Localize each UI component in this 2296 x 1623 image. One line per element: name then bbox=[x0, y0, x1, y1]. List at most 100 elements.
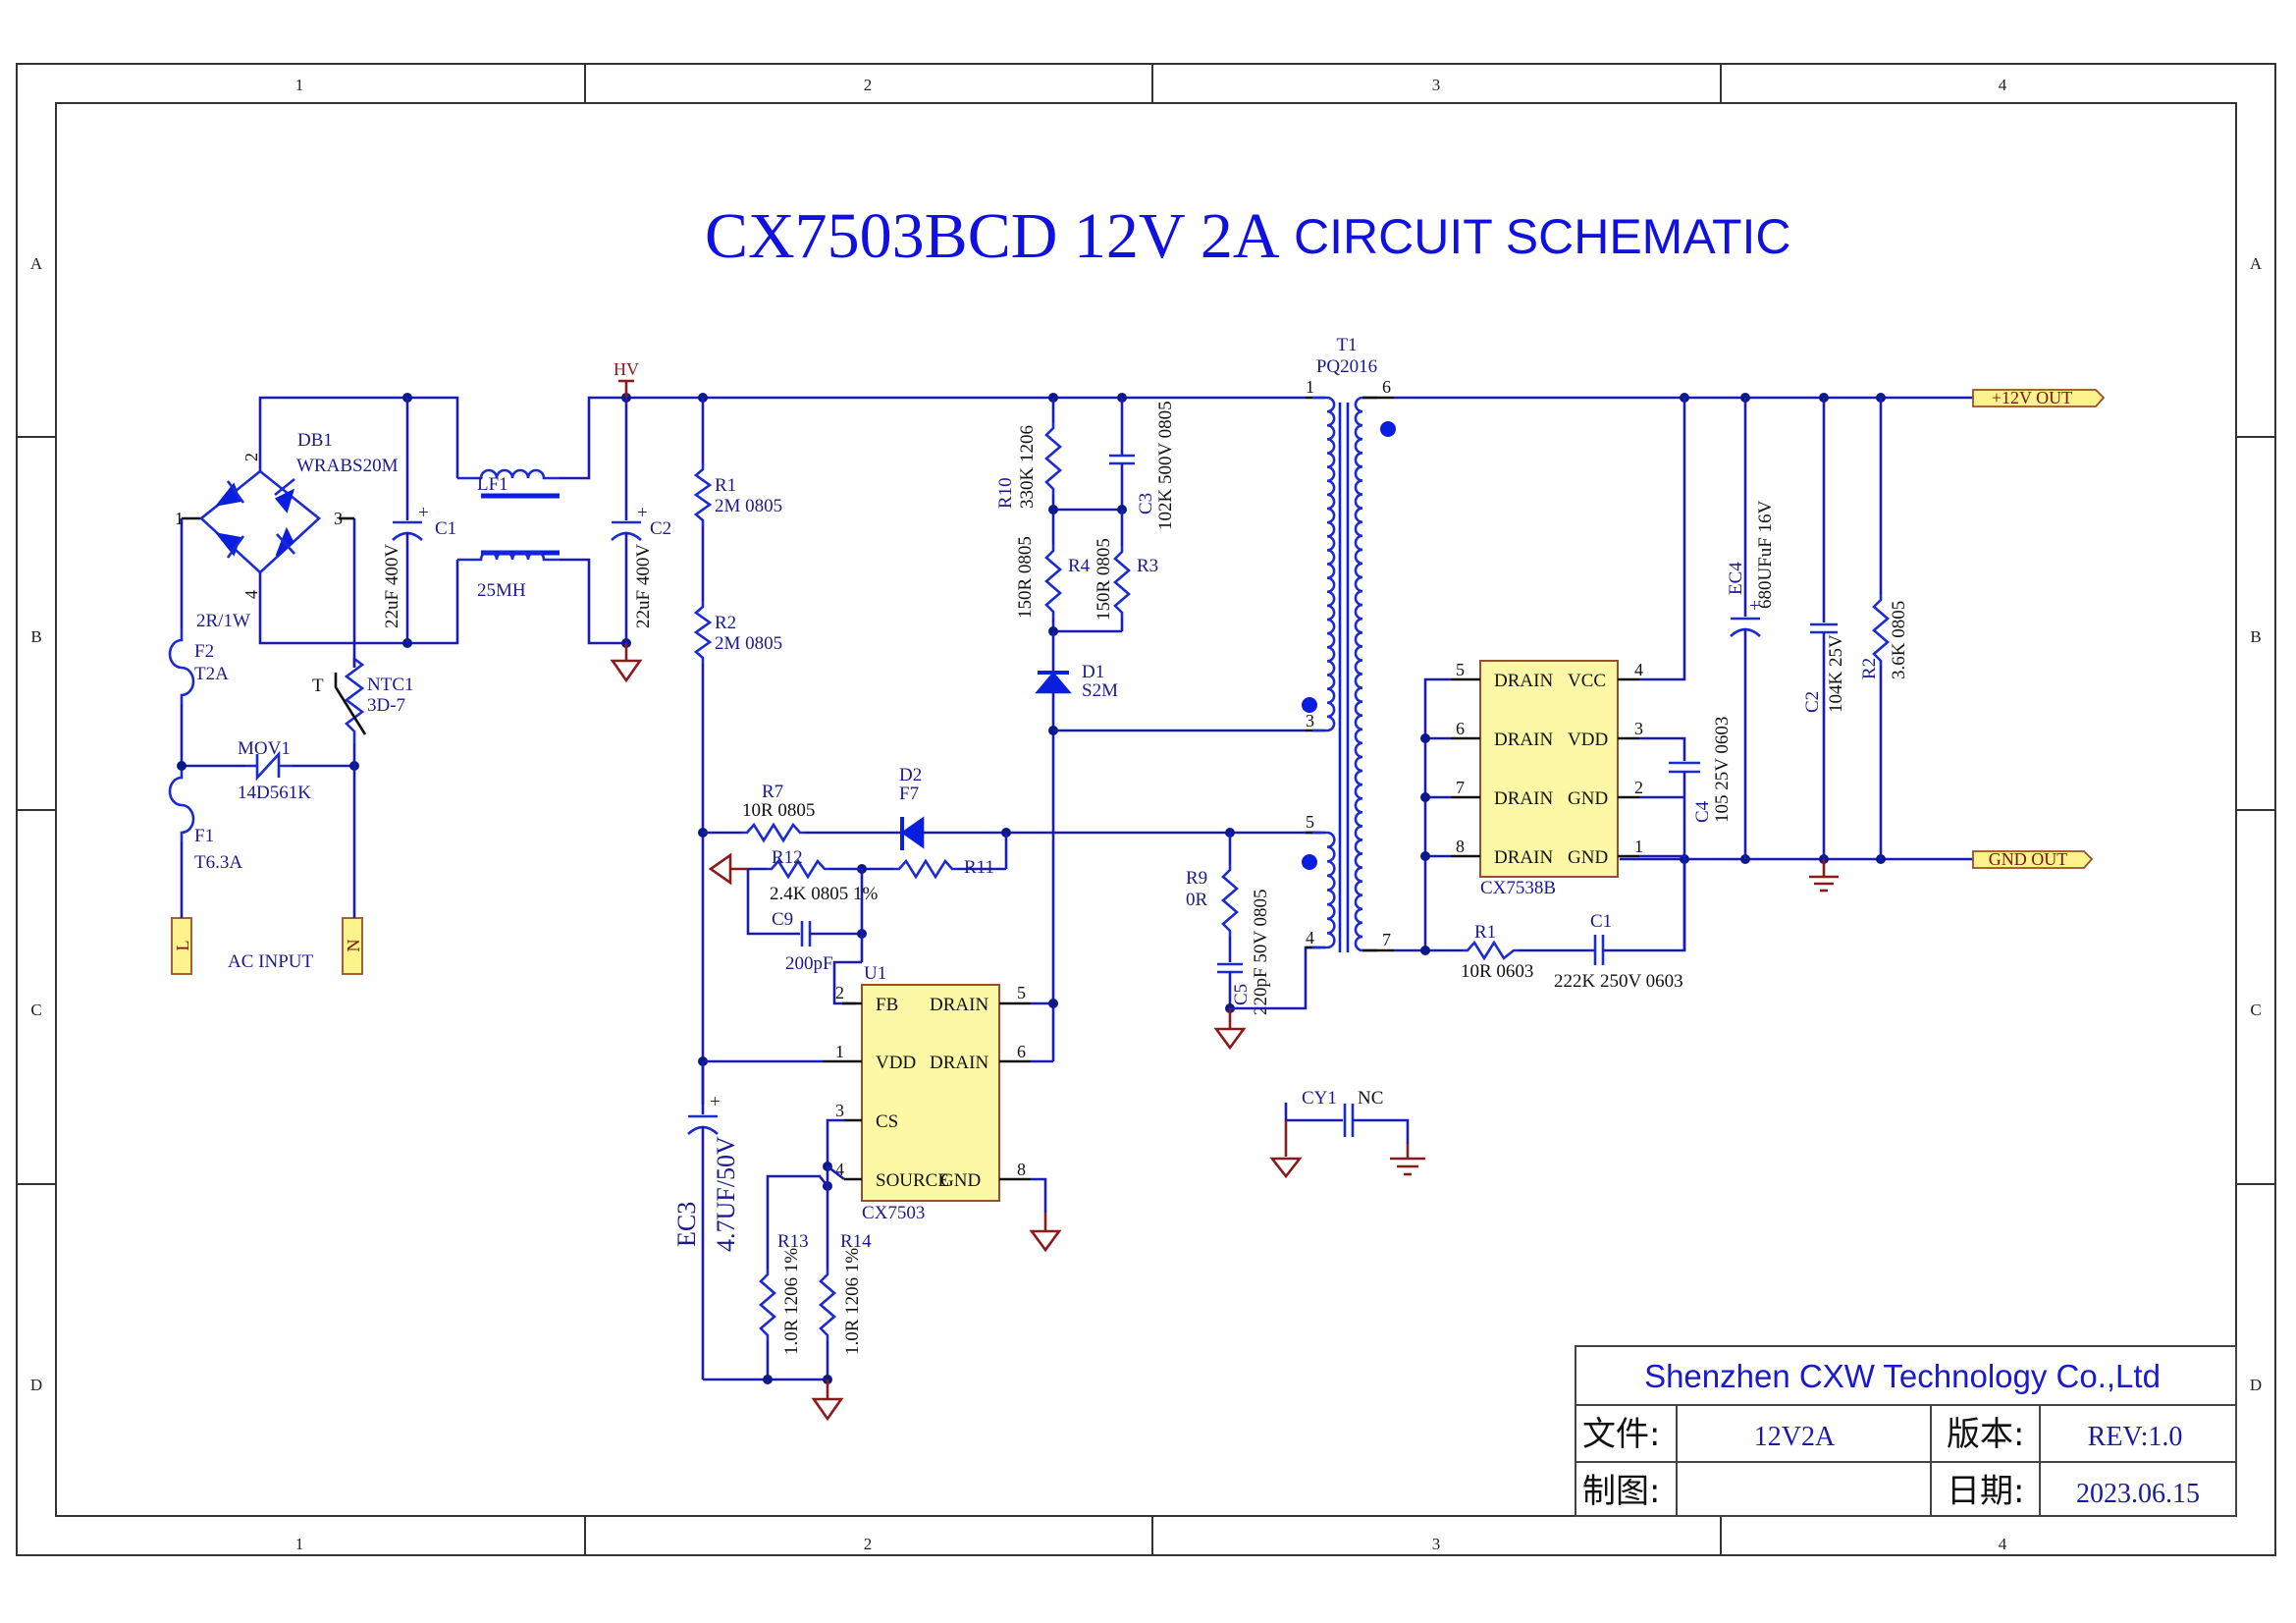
u2-pin-7-num: 7 bbox=[1456, 778, 1465, 797]
f2-ref: F2 bbox=[194, 641, 214, 662]
ground-icon bbox=[1029, 1229, 1062, 1253]
u2-pin-drain-6: DRAIN bbox=[1494, 730, 1553, 750]
ec4-ref: EC4 bbox=[1726, 562, 1746, 595]
u2-pin-1-num: 1 bbox=[1634, 837, 1643, 856]
ntc1-marker: T bbox=[312, 676, 324, 696]
ntc1-symbol bbox=[344, 656, 365, 743]
r9-value: 0R bbox=[1186, 890, 1208, 910]
lf1-lower-winding bbox=[457, 550, 560, 562]
u1-chip bbox=[861, 984, 1000, 1202]
secondary-section: +12V OUT GND OUT + EC4 680UFuF 16V C2 10… bbox=[1394, 388, 2106, 992]
ac-input-label: AC INPUT bbox=[228, 951, 313, 972]
u1-pin-vdd: VDD bbox=[876, 1053, 916, 1073]
u2-pin-gnd-2: GND bbox=[1568, 788, 1608, 809]
r10-symbol bbox=[1044, 422, 1062, 495]
u1-part: CX7503 bbox=[862, 1203, 925, 1223]
mov1-value: 14D561K bbox=[238, 783, 311, 803]
f2-note: 2R/1W bbox=[196, 611, 250, 631]
zone-col-2-bottom: 2 bbox=[864, 1535, 873, 1553]
date-label: 日期: bbox=[1947, 1472, 2024, 1511]
ec3-value: 4.7UF/50V bbox=[712, 1136, 740, 1252]
r1-snubber-value: 10R 0603 bbox=[1461, 961, 1533, 982]
r3-ref: R3 bbox=[1137, 556, 1158, 576]
u1-pin-5-num: 5 bbox=[1017, 983, 1026, 1002]
primary-section: R1 2M 0805 R2 2M 0805 R10 330K 1206 C3 1… bbox=[672, 393, 1425, 1422]
r7-symbol bbox=[742, 822, 805, 843]
u2-pin-3-num: 3 bbox=[1634, 719, 1643, 738]
r4-value: 150R 0805 bbox=[1015, 536, 1036, 619]
zone-col-4-top: 4 bbox=[1999, 76, 2007, 94]
t1-part: PQ2016 bbox=[1316, 356, 1377, 377]
mov1-ref: MOV1 bbox=[238, 738, 291, 759]
zone-row-c-right: C bbox=[2250, 1001, 2261, 1019]
d2-ref: D2 bbox=[899, 765, 922, 785]
u1-pin-6-num: 6 bbox=[1017, 1042, 1026, 1061]
mov1-symbol bbox=[245, 750, 293, 782]
zone-col-4-bottom: 4 bbox=[1999, 1535, 2007, 1553]
d1-ref: D1 bbox=[1082, 662, 1104, 682]
c2-plus: + bbox=[637, 503, 648, 523]
ntc1-ref: NTC1 bbox=[367, 675, 414, 695]
d1-symbol bbox=[1035, 671, 1072, 694]
t1-pin-5: 5 bbox=[1306, 812, 1314, 832]
c2-input-ref: C2 bbox=[650, 518, 671, 539]
u2-chip bbox=[1479, 660, 1619, 878]
t1-pin-3: 3 bbox=[1306, 711, 1314, 730]
u2-pin-vdd: VDD bbox=[1568, 730, 1608, 750]
r1-startup-symbol bbox=[693, 463, 713, 526]
zone-row-d-left: D bbox=[30, 1376, 42, 1394]
r1-startup-ref: R1 bbox=[715, 475, 736, 496]
r4-symbol bbox=[1044, 545, 1062, 618]
r12-symbol bbox=[767, 858, 829, 880]
r13-symbol bbox=[759, 1269, 776, 1341]
ec3-ref: EC3 bbox=[672, 1202, 701, 1247]
u2-pin-gnd-1: GND bbox=[1568, 847, 1608, 868]
c9-ref: C9 bbox=[772, 909, 793, 930]
port-12v-out-label: +12V OUT bbox=[1992, 388, 2072, 407]
ground-icon bbox=[610, 659, 643, 683]
r2-out-ref: R2 bbox=[1859, 658, 1880, 679]
t1-ref: T1 bbox=[1336, 335, 1357, 355]
r12-ref: R12 bbox=[772, 847, 803, 868]
title-block: Shenzhen CXW Technology Co.,Ltd 文件: 12V2… bbox=[1575, 1345, 2237, 1517]
f1-ref: F1 bbox=[194, 826, 214, 846]
t1-pin-7: 7 bbox=[1382, 930, 1391, 949]
db1-pin-1: 1 bbox=[175, 509, 184, 528]
input-section: L N AC INPUT F1 T6.3A F2 T2A 1 2R/1W MOV… bbox=[168, 359, 1306, 975]
r3-value: 150R 0805 bbox=[1094, 538, 1114, 621]
u2-part: CX7538B bbox=[1480, 878, 1556, 898]
r10-ref: R10 bbox=[995, 477, 1016, 509]
t1-pin-4: 4 bbox=[1306, 928, 1314, 947]
r7-value: 10R 0805 bbox=[742, 800, 815, 821]
ground-icon bbox=[811, 1397, 844, 1422]
bridge-db1 bbox=[199, 469, 321, 574]
u2-pin-drain-7: DRAIN bbox=[1494, 788, 1553, 809]
u2-pin-8-num: 8 bbox=[1456, 837, 1465, 856]
date-value: 2023.06.15 bbox=[2076, 1479, 2200, 1509]
d2-value: F7 bbox=[899, 784, 919, 804]
d2-symbol bbox=[900, 816, 925, 849]
u1-pin-fb: FB bbox=[876, 995, 898, 1015]
port-n bbox=[342, 917, 363, 975]
zone-row-a-right: A bbox=[2250, 254, 2263, 273]
zone-col-3-bottom: 3 bbox=[1432, 1535, 1441, 1553]
u2-pin-drain-5: DRAIN bbox=[1494, 671, 1553, 691]
f1-value: T6.3A bbox=[194, 852, 242, 873]
lf1-value: 25MH bbox=[477, 580, 526, 601]
ec4-value: 680UFuF 16V bbox=[1755, 500, 1776, 609]
version-label: 版本: bbox=[1947, 1415, 2024, 1454]
r7-ref: R7 bbox=[762, 782, 783, 802]
db1-pin-4: 4 bbox=[241, 590, 261, 599]
c5-ref: C5 bbox=[1231, 984, 1252, 1005]
r2-startup-ref: R2 bbox=[715, 613, 736, 633]
port-n-label: N bbox=[344, 940, 363, 952]
u2-pin-4-num: 4 bbox=[1634, 660, 1643, 679]
db1-value: WRABS20M bbox=[296, 456, 399, 476]
zone-col-1-top: 1 bbox=[295, 76, 304, 94]
u2-pin-6-num: 6 bbox=[1456, 719, 1465, 738]
u1-pin-drain-5: DRAIN bbox=[930, 995, 988, 1015]
zone-col-1-bottom: 1 bbox=[295, 1535, 304, 1553]
r2-startup-value: 2M 0805 bbox=[715, 633, 782, 654]
db1-pin-3: 3 bbox=[334, 509, 343, 528]
r1-snubber-symbol bbox=[1463, 940, 1519, 961]
